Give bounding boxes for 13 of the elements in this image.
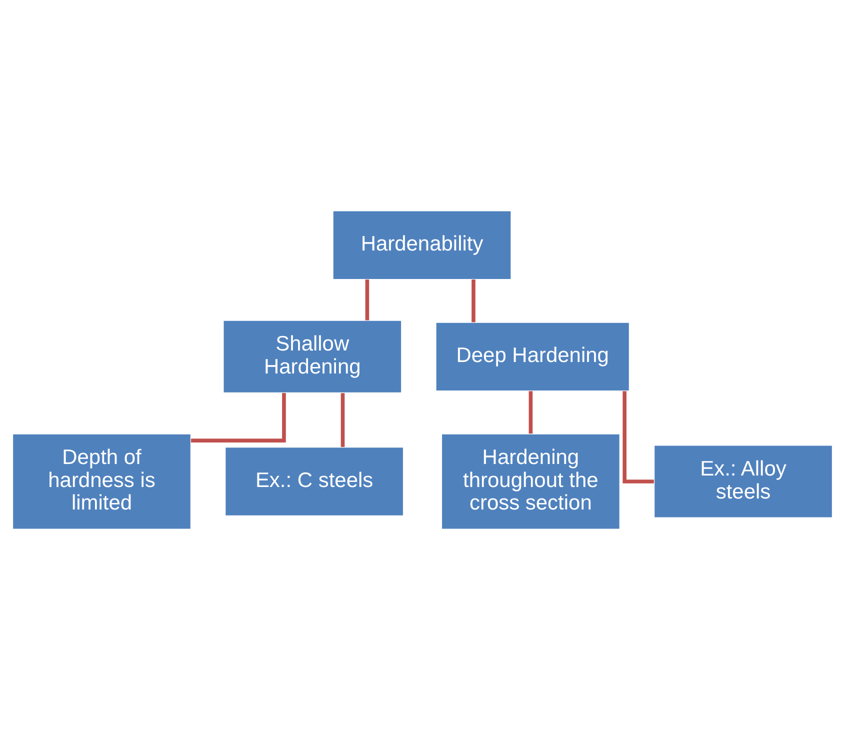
node-box: Ex.: Alloy steels bbox=[654, 444, 833, 518]
node-box: Ex.: C steels bbox=[224, 446, 404, 516]
connector bbox=[190, 392, 286, 442]
node-box: Hardening throughout the cross section bbox=[441, 432, 620, 530]
node-box: Hardenability bbox=[332, 210, 512, 280]
connector bbox=[340, 392, 345, 446]
connector bbox=[622, 390, 654, 483]
connector bbox=[472, 279, 476, 322]
node-box: Deep Hardening bbox=[435, 321, 630, 391]
node-box: Shallow Hardening bbox=[222, 319, 402, 393]
connector bbox=[528, 390, 533, 434]
connector bbox=[365, 279, 370, 320]
node-box: Depth of hardness is limited bbox=[12, 432, 192, 530]
